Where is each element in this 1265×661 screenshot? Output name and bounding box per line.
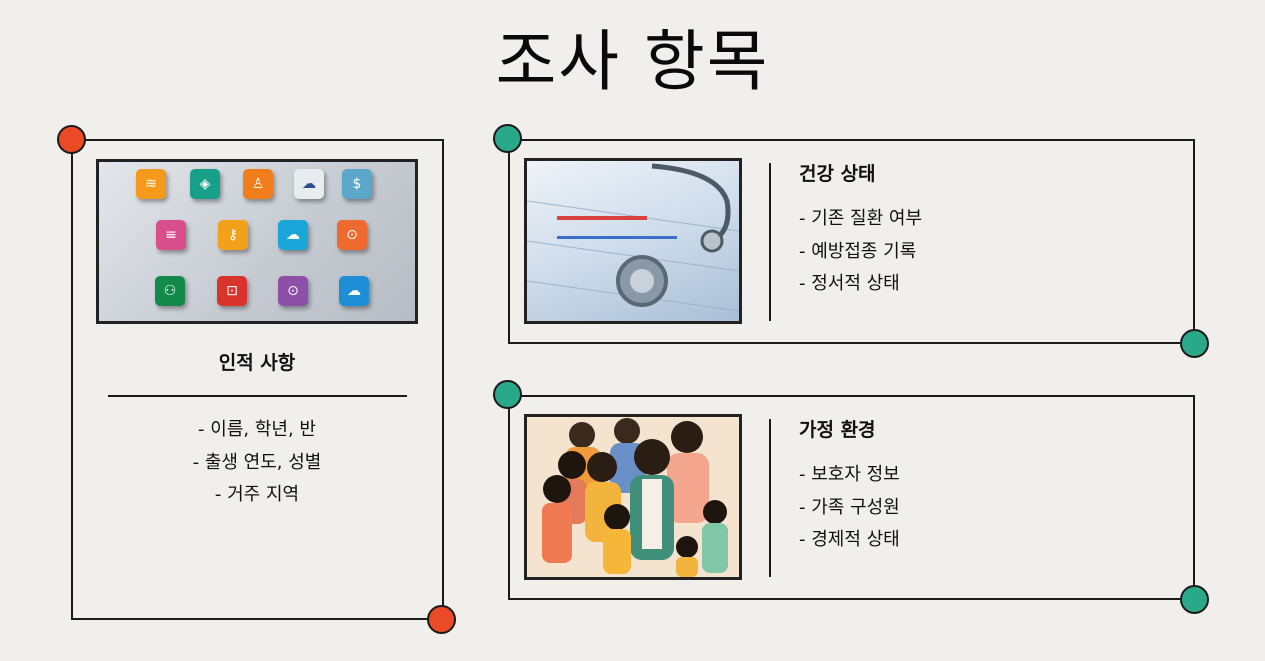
health-heading: 건강 상태 [799,163,876,185]
family-heading: 가정 환경 [799,419,876,441]
corner-dot-top-left [493,380,522,409]
location-icon: ⊙ [337,220,367,250]
page-title: 조사 항목 [495,23,770,100]
medical-image [524,158,742,324]
corner-dot-top-left [57,125,86,154]
family-divider [769,419,771,577]
wifi-icon: ≋ [136,169,166,199]
lock-icon: ⊡ [217,276,247,306]
person-icon: ♙ [243,169,273,199]
key-icon: ⚷ [218,220,248,250]
health-divider [769,163,771,321]
location-purple-icon: ⊙ [278,276,308,306]
corner-dot-bottom-right [1180,329,1209,358]
family-card [508,395,1195,600]
personal-info-item: - 출생 연도, 성별 [192,452,322,473]
shield-icon: ◈ [190,169,220,199]
dollar-icon: $ [342,169,372,199]
health-card [508,139,1195,344]
personal-info-item: - 이름, 학년, 반 [198,419,316,440]
people-icon: ⚇ [155,276,185,306]
health-item: - 기존 질환 여부 [799,208,923,229]
cloud-blue-icon: ☁ [278,220,308,250]
family-item: - 경제적 상태 [799,529,900,550]
stethoscope-icon [527,163,739,312]
cloud-upload-icon: ☁ [339,276,369,306]
family-item: - 보호자 정보 [799,464,900,485]
cloud-icon: ☁ [294,169,324,199]
health-item: - 정서적 상태 [799,273,900,294]
personal-info-heading: 인적 사항 [218,352,296,374]
corner-dot-top-left [493,124,522,153]
list-icon: ≡ [156,220,186,250]
corner-dot-bottom-right [427,605,456,634]
personal-info-card [71,139,444,620]
health-item: - 예방접종 기록 [799,241,917,262]
family-illustration [542,418,728,577]
corner-dot-bottom-right [1180,585,1209,614]
personal-info-item: - 거주 지역 [214,484,300,505]
family-image [524,414,742,580]
personal-info-divider [108,395,407,397]
app-icons-image: ≋ ◈ ♙ ☁ $ ≡ ⚷ ☁ ⊙ ⚇ ⊡ ⊙ ☁ [96,159,418,324]
family-item: - 가족 구성원 [799,497,900,518]
